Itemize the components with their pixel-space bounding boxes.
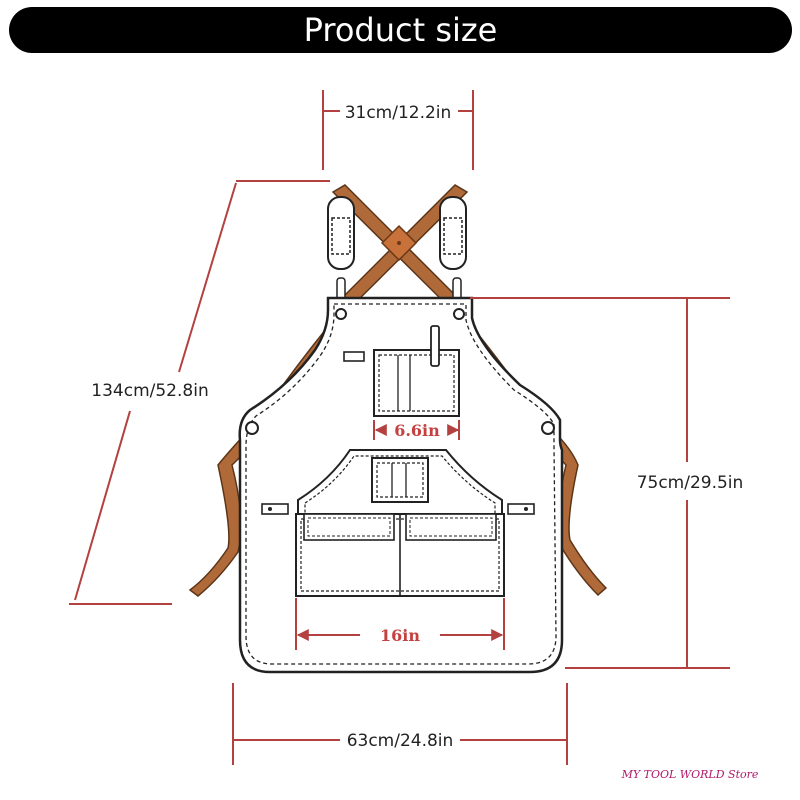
strap-group [188,184,608,597]
chest-pocket-label: 6.6in [394,421,440,440]
dimension-lines [69,90,730,765]
chest-pocket [373,349,460,417]
shoulder-pad-right [439,196,467,270]
pen-icon [430,325,440,367]
width-label: 63cm/24.8in [347,731,454,751]
product-size-banner: Product size [9,7,792,53]
small-bib-pocket [371,457,429,503]
total-length-label: 134cm/52.8in [91,381,208,401]
shoulder-pad-left [327,196,355,270]
strap-spacing-label: 31cm/12.2in [345,103,452,123]
body-length-label: 75cm/29.5in [637,473,744,493]
store-watermark: MY TOOL WORLD Store [621,768,759,781]
apron-stitch [245,303,557,665]
apron-body [238,296,564,674]
front-pocket-label: 16in [380,626,420,645]
banner-title: Product size [303,11,498,49]
